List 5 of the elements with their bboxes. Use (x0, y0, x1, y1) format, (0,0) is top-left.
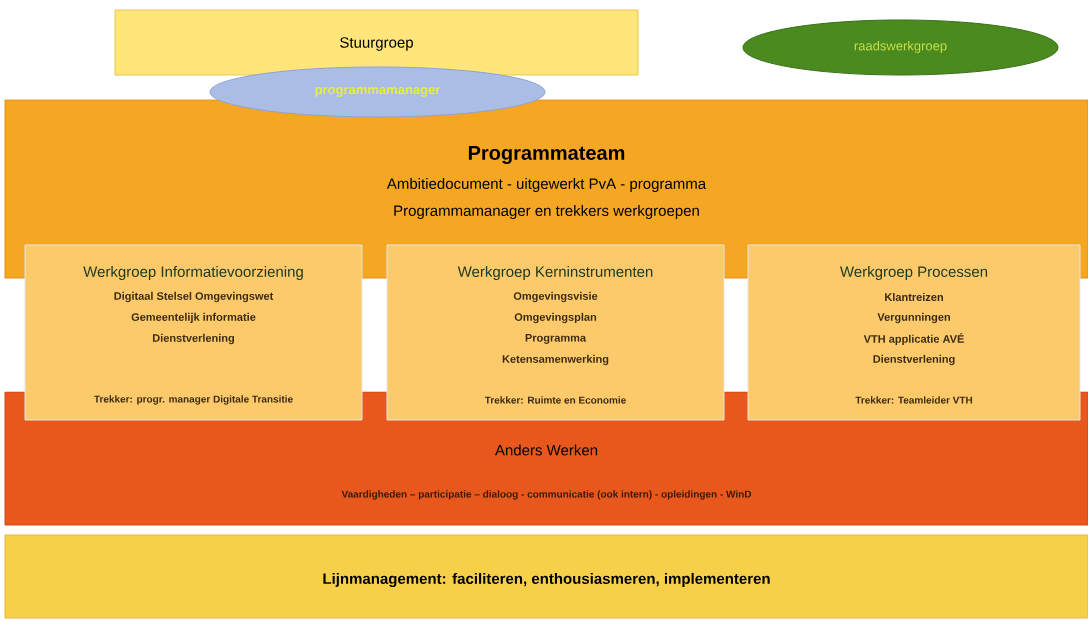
workgroup-box: Werkgroep Kerninstrumenten Omgevingsvisie Omgevingsplan Programma Ketensamenwerking Trekker: Ruimte en Economie (386, 244, 725, 421)
workgroup-box: Werkgroep Informatievoorziening Digitaal Stelsel Omgevingswet Gemeentelijk informatie Dienstverlening Trekker: progr. manager Digitale Transitie (24, 244, 363, 421)
workgroup-box: Werkgroep Processen Klantreizen Vergunningen VTH applicatie AVÉ Dienstverlening Trekker: Teamleider VTH (747, 244, 1081, 421)
group-box: Stuurgroep (114, 9, 639, 76)
layer-band: Lijnmanagement: faciliteren, enthousiasmeren, implementeren (4, 534, 1088, 619)
